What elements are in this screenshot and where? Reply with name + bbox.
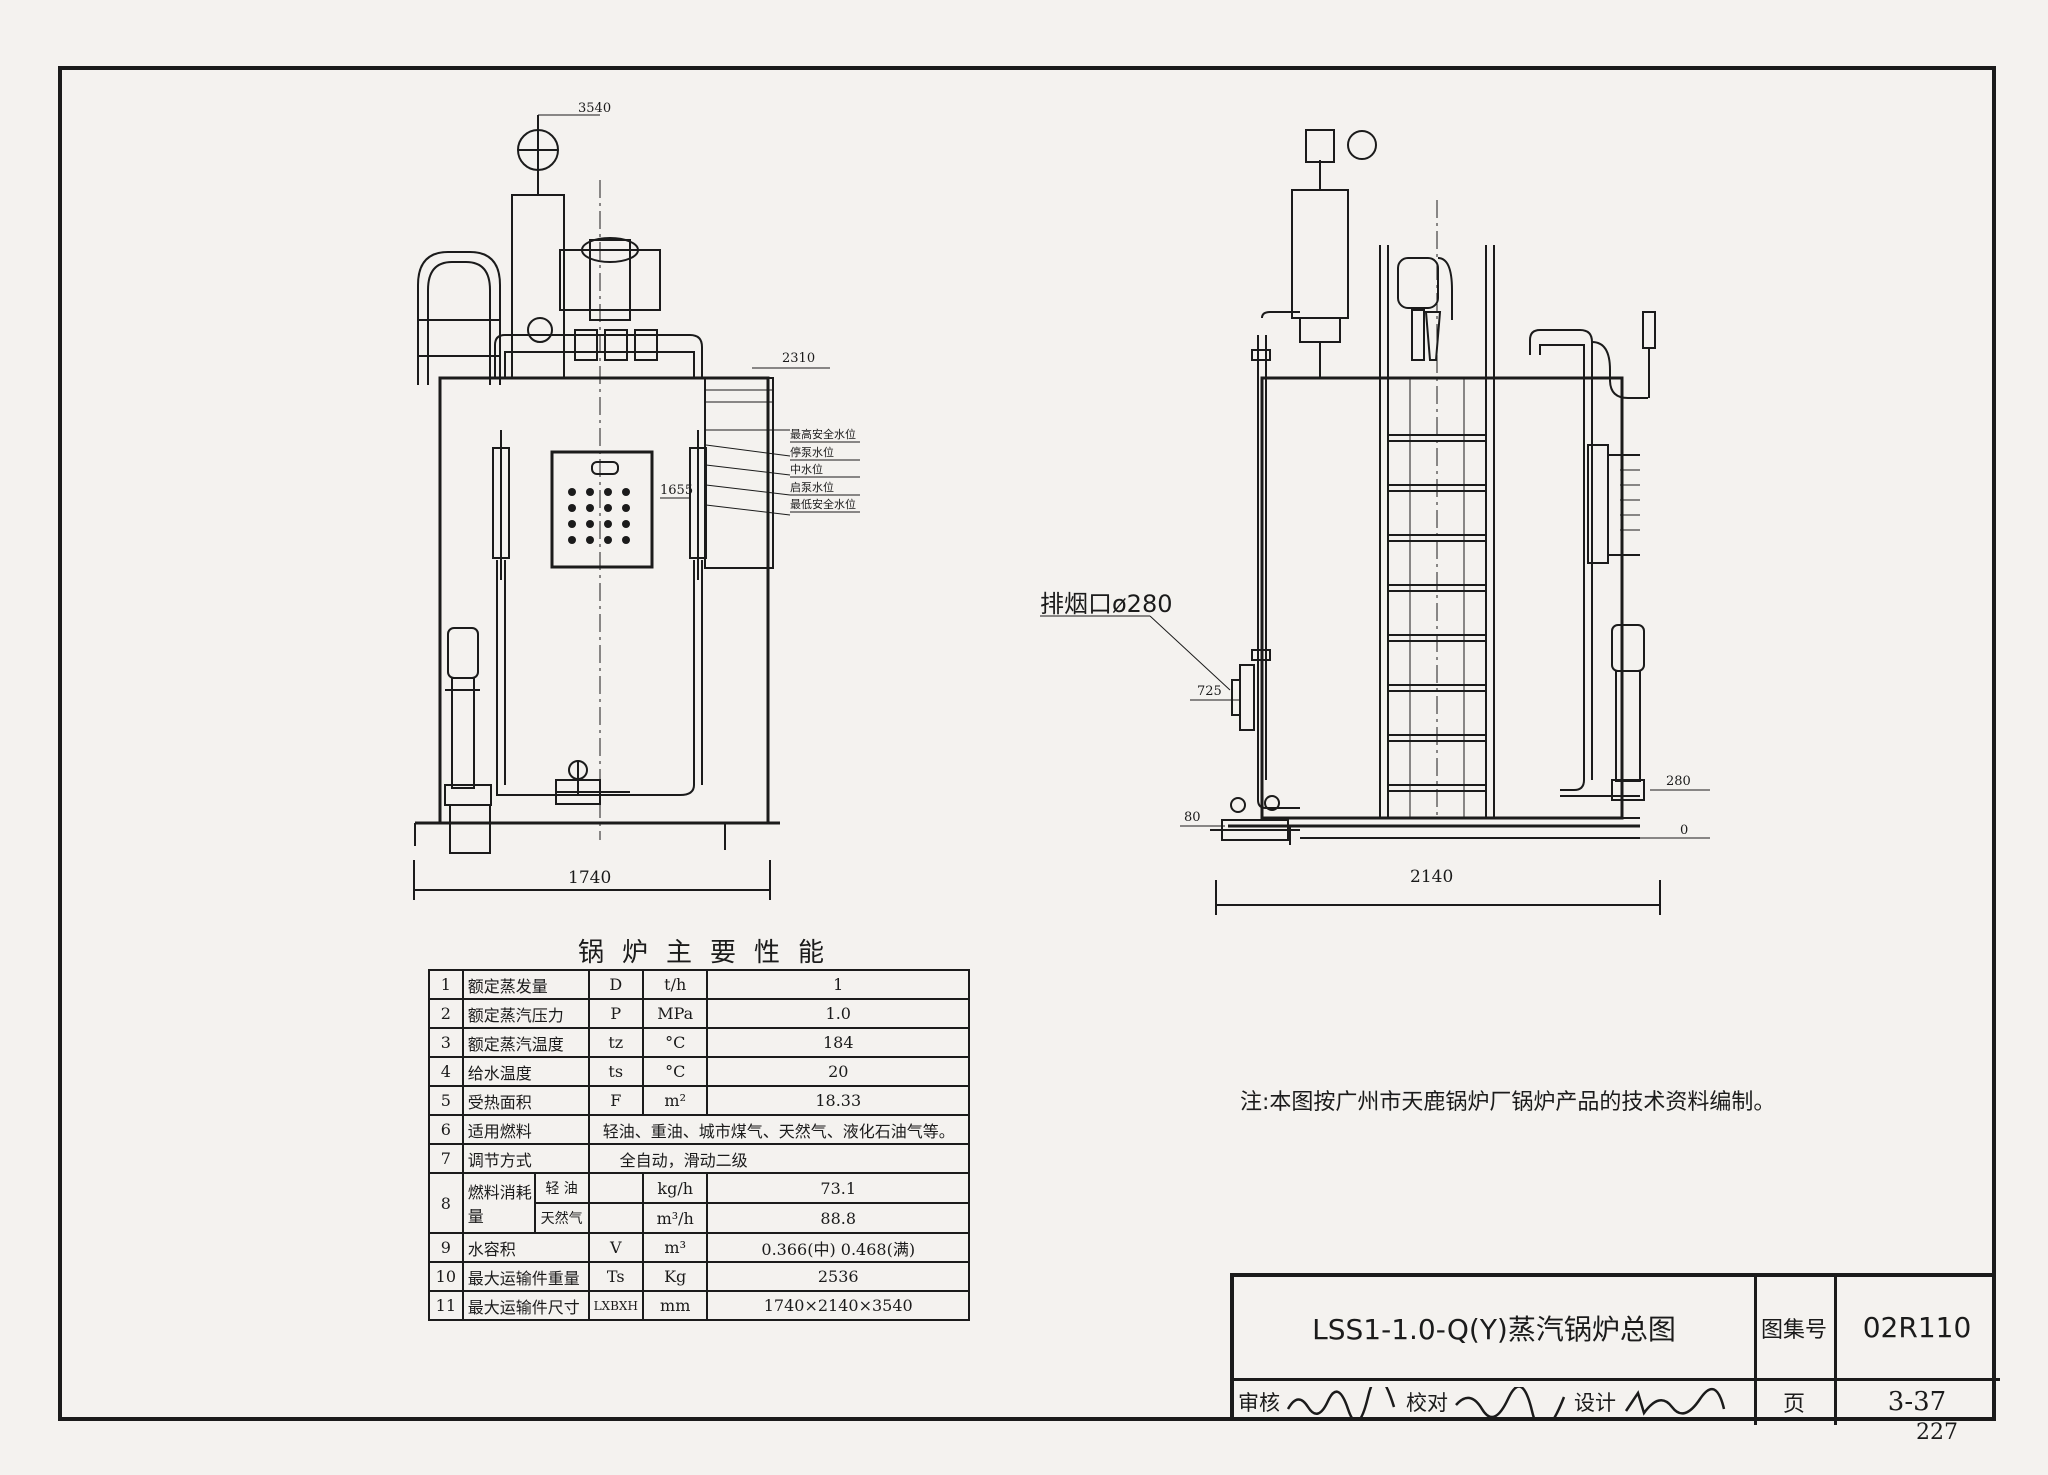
front-width-dim: 1740: [568, 868, 611, 888]
exhaust-label: 排烟口ø280: [1040, 590, 1173, 618]
dim-1655: 1655: [660, 483, 693, 498]
table-row: 1 额定蒸发量 D t/h 1: [428, 969, 970, 1000]
dim-280: 280: [1666, 774, 1691, 789]
level-max: 最高安全水位: [790, 427, 856, 441]
table-row: m³/h 88.8: [429, 1202, 970, 1234]
side-width-dim: 2140: [1410, 867, 1453, 887]
front-view: [413, 114, 860, 900]
control-buttons: [568, 488, 630, 544]
performance-table: 1 额定蒸发量 D t/h 1 2 额定蒸汽压力 P MPa 1.0 3 额定蒸…: [428, 969, 971, 1321]
table-row: 5 受热面积 F m² 18.33: [428, 1085, 970, 1116]
design-signature: [1624, 1387, 1726, 1416]
table-row: 3 额定蒸汽温度 tz °C 184: [428, 1027, 970, 1058]
dim-80: 80: [1184, 810, 1201, 825]
drawing-note: 注:本图按广州市天鹿锅炉厂锅炉产品的技术资料编制。: [1240, 1090, 1776, 1115]
review-signature: [1286, 1386, 1396, 1417]
dim-0: 0: [1680, 823, 1688, 838]
table-row: 6 适用燃料 轻油、重油、城市煤气、天然气、液化石油气等。: [428, 1114, 971, 1145]
table-row: 4 给水温度 ts °C 20: [428, 1056, 970, 1087]
dim-top: 3540: [578, 101, 611, 116]
level-mid: 中水位: [790, 462, 823, 476]
table-row: 8 燃料消耗量 轻 油 天然气 kg/h 73.1: [428, 1172, 970, 1234]
dim-2310: 2310: [782, 351, 815, 366]
check-label: 校对: [1406, 1390, 1448, 1415]
drawing-frame: [58, 66, 1996, 1421]
title-block: LSS1-1.0-Q(Y)蒸汽锅炉总图 图集号 02R110 审核 校对 设计 …: [1230, 1273, 2000, 1425]
atlas-number: 02R110: [1834, 1277, 2000, 1381]
performance-title: 锅炉主要性能: [577, 938, 842, 968]
page-label: 页: [1754, 1378, 1837, 1425]
table-row: 10 最大运输件重量 Ts Kg 2536: [428, 1261, 970, 1292]
level-pump-stop: 停泵水位: [790, 445, 834, 459]
table-row: 7 调节方式 全自动，滑动二级: [428, 1143, 971, 1174]
table-row: 2 额定蒸汽压力 P MPa 1.0: [428, 998, 970, 1029]
dim-725: 725: [1197, 684, 1222, 699]
handwheel-icon: [1347, 130, 1377, 160]
page-number: 227: [1916, 1420, 1958, 1445]
review-label: 审核: [1238, 1390, 1280, 1415]
page-code: 3-37: [1887, 1386, 1947, 1417]
atlas-label: 图集号: [1754, 1277, 1837, 1381]
drawing-title: LSS1-1.0-Q(Y)蒸汽锅炉总图: [1234, 1277, 1757, 1381]
table-row: 9 水容积 V m³ 0.366(中) 0.468(满): [428, 1232, 970, 1263]
level-pump-start: 启泵水位: [790, 480, 834, 494]
level-min: 最低安全水位: [790, 497, 856, 511]
check-signature: [1455, 1386, 1566, 1417]
design-label: 设计: [1574, 1390, 1616, 1415]
signature-row: 审核 校对 设计: [1234, 1378, 1757, 1425]
side-view: [1040, 129, 1710, 915]
table-row: 11 最大运输件尺寸 LXBXH mm 1740×2140×3540: [428, 1290, 970, 1321]
